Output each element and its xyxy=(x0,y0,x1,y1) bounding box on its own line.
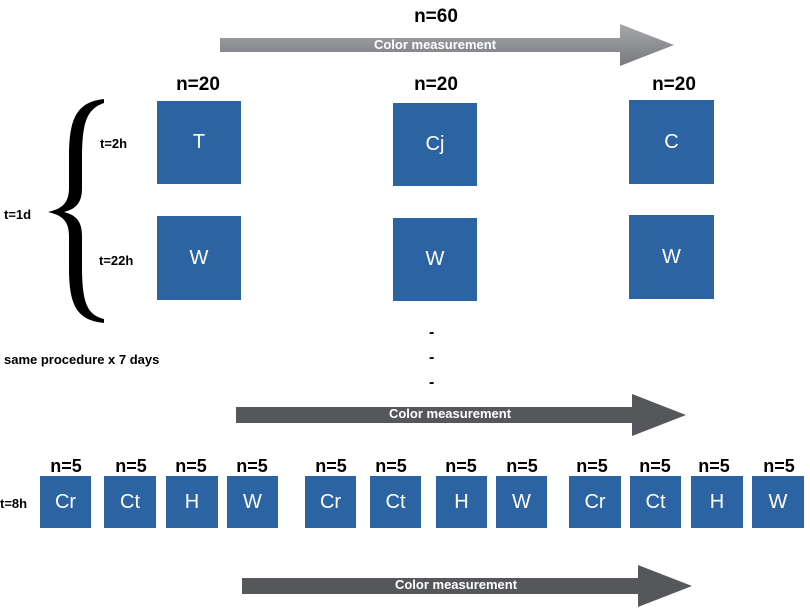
top-arrow-label: Color measurement xyxy=(373,37,497,52)
bottom-box-ct-1: Ct xyxy=(104,476,156,528)
bottom-count-11: n=5 xyxy=(698,456,730,476)
column-count-2: n=20 xyxy=(414,74,458,95)
box-cj: Cj xyxy=(393,103,477,186)
bottom-box-h-3: H xyxy=(691,476,743,528)
middle-arrow xyxy=(236,394,686,436)
time-label-first: t=2h xyxy=(100,136,128,151)
bottom-box-cr-1: Cr xyxy=(40,476,91,528)
bottom-box-ct-2: Ct xyxy=(370,476,421,528)
bottom-count-8: n=5 xyxy=(506,456,538,476)
bottom-box-ct-3: Ct xyxy=(630,476,681,528)
time-label-bottom: t=8h xyxy=(0,496,28,511)
ellipsis-dash-1: - xyxy=(429,324,435,341)
bottom-count-2: n=5 xyxy=(115,456,147,476)
brace-icon xyxy=(48,99,104,323)
bottom-box-w-1: W xyxy=(227,476,278,528)
bottom-count-5: n=5 xyxy=(315,456,347,476)
ellipsis-dash-3: - xyxy=(429,374,435,391)
bottom-count-3: n=5 xyxy=(175,456,207,476)
bottom-arrow-label: Color measurement xyxy=(394,577,518,592)
bottom-count-1: n=5 xyxy=(50,456,82,476)
time-label-second: t=22h xyxy=(99,253,134,268)
bottom-count-7: n=5 xyxy=(445,456,477,476)
bottom-count-4: n=5 xyxy=(236,456,268,476)
column-count-1: n=20 xyxy=(176,74,220,95)
bottom-box-w-3: W xyxy=(752,476,804,528)
bottom-box-h-2: H xyxy=(436,476,487,528)
bottom-count-12: n=5 xyxy=(763,456,795,476)
column-count-3: n=20 xyxy=(652,74,696,95)
top-count: n=60 xyxy=(414,6,458,27)
bottom-box-h-1: H xyxy=(166,476,218,528)
middle-arrow-label: Color measurement xyxy=(388,406,512,421)
bottom-count-9: n=5 xyxy=(576,456,608,476)
top-arrow xyxy=(220,24,674,66)
bottom-box-w-2: W xyxy=(496,476,547,528)
bottom-box-cr-2: Cr xyxy=(305,476,356,528)
bottom-box-cr-3: Cr xyxy=(569,476,621,528)
box-c: C xyxy=(629,100,714,184)
bottom-arrow xyxy=(242,565,692,607)
box-w-3: W xyxy=(629,215,714,299)
ellipsis-dash-2: - xyxy=(429,349,435,366)
bottom-count-10: n=5 xyxy=(639,456,671,476)
bottom-count-6: n=5 xyxy=(375,456,407,476)
box-w-1: W xyxy=(157,216,241,300)
box-t: T xyxy=(157,101,241,184)
time-label-day: t=1d xyxy=(4,207,32,222)
box-w-2: W xyxy=(393,218,477,301)
procedure-note: same procedure x 7 days xyxy=(4,352,160,367)
